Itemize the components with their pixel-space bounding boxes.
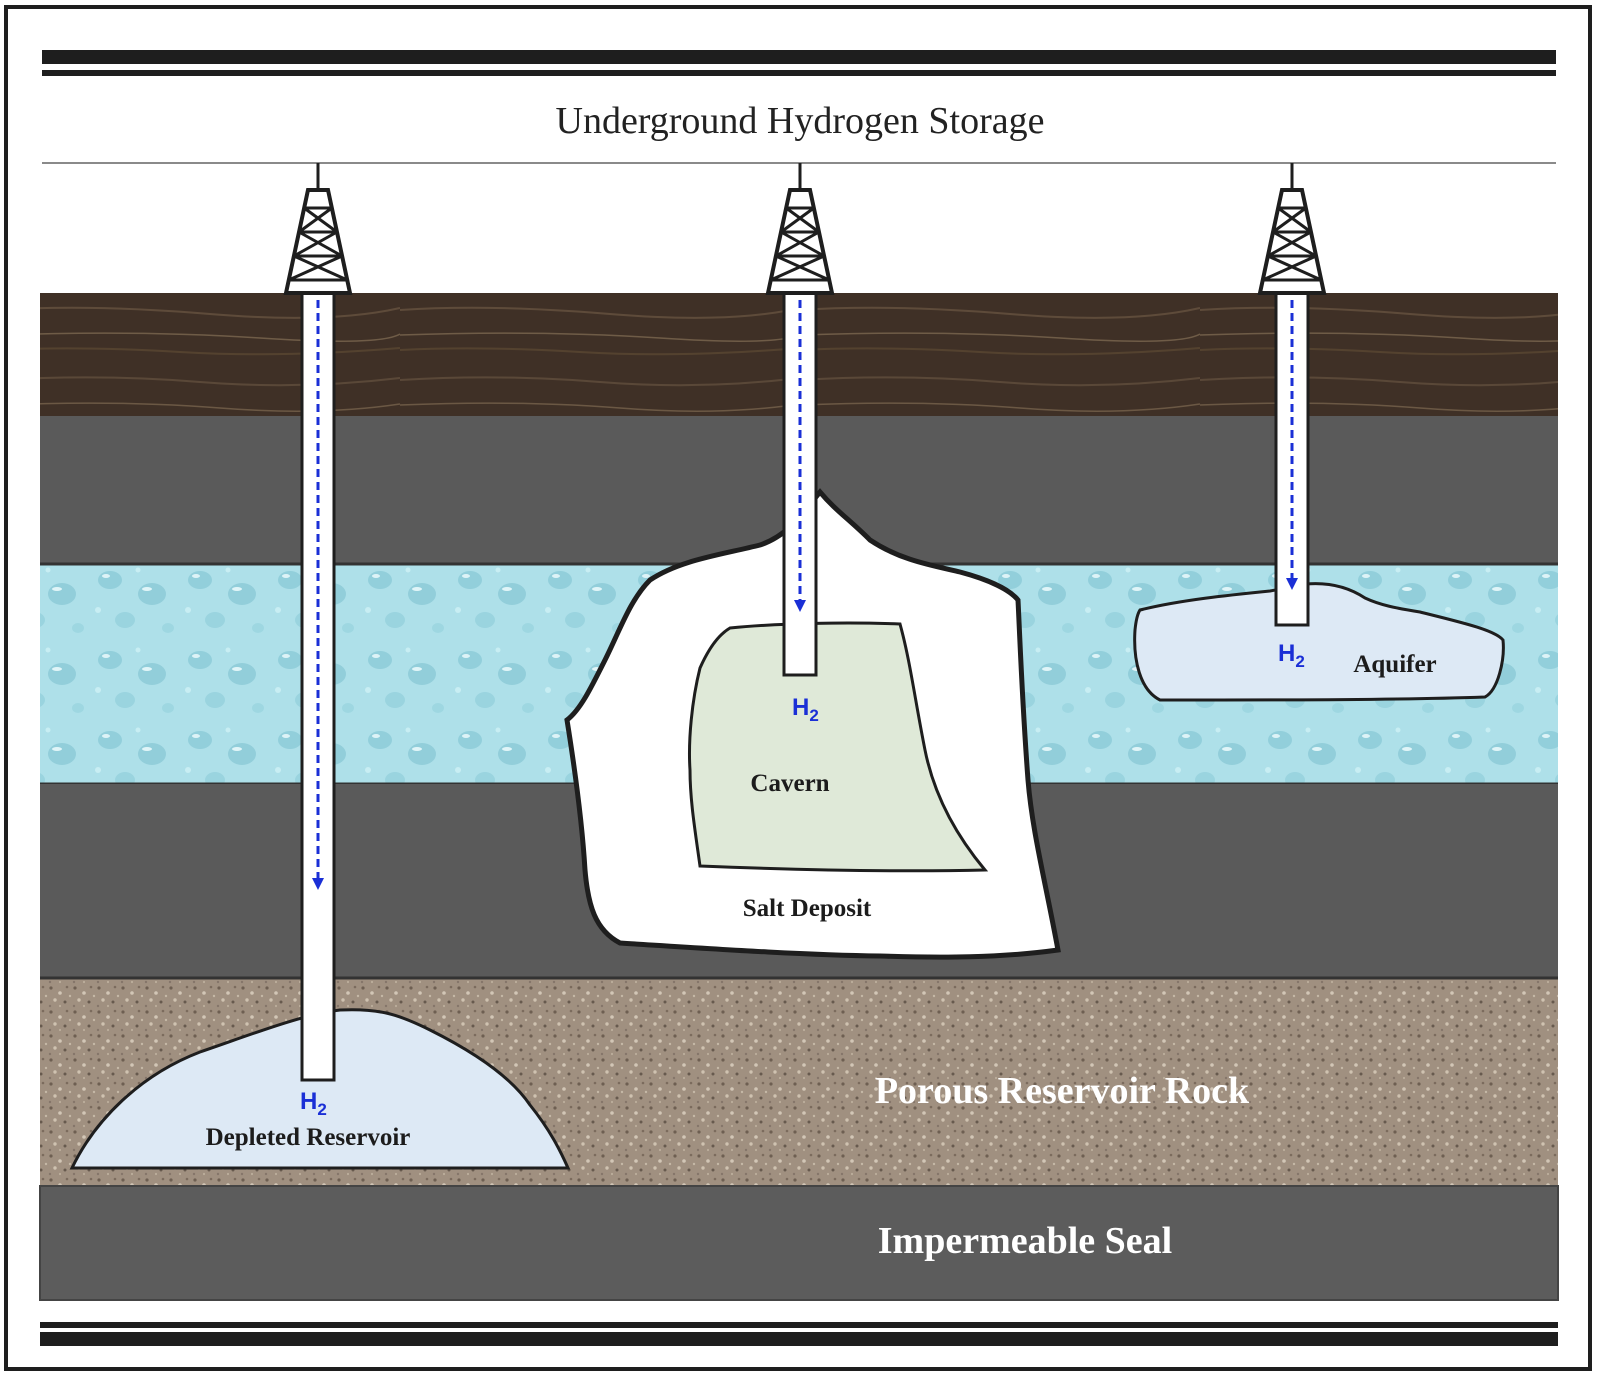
- cavern-gas-label: H2: [792, 694, 819, 725]
- layer-seal: [39, 1185, 1559, 1301]
- drilling-rig-icon: [765, 163, 835, 295]
- depleted-reservoir-shape: [69, 1008, 571, 1170]
- well-cavern: [765, 163, 835, 677]
- cavern-shape: [687, 621, 989, 873]
- salt-deposit-label: Salt Deposit: [743, 895, 872, 922]
- aquifer-gas-label: H2: [1278, 640, 1305, 671]
- seal-label: Impermeable Seal: [878, 1220, 1172, 1262]
- aquifer-pocket-shape: [1133, 582, 1505, 702]
- arrow-down-icon: [794, 600, 806, 612]
- top-rule-thick: [42, 50, 1556, 64]
- bottom-rule-thin: [40, 1322, 1558, 1328]
- porous-rock-label: Porous Reservoir Rock: [875, 1070, 1250, 1112]
- drilling-rig-icon: [283, 163, 353, 295]
- depleted-reservoir-label: Depleted Reservoir: [206, 1124, 411, 1151]
- aquifer-label: Aquifer: [1353, 651, 1436, 678]
- cavern-label: Cavern: [750, 770, 829, 797]
- diagram-title: Underground Hydrogen Storage: [556, 100, 1045, 142]
- depleted-reservoir-gas-label: H2: [300, 1088, 327, 1119]
- drilling-rig-icon: [1257, 163, 1327, 295]
- well-aquifer: [1257, 163, 1327, 627]
- well-depleted-reservoir: [283, 163, 353, 1082]
- arrow-down-icon: [312, 878, 324, 890]
- top-rule-thin: [42, 70, 1556, 76]
- arrow-down-icon: [1286, 578, 1298, 590]
- bottom-rule-thick: [40, 1332, 1558, 1346]
